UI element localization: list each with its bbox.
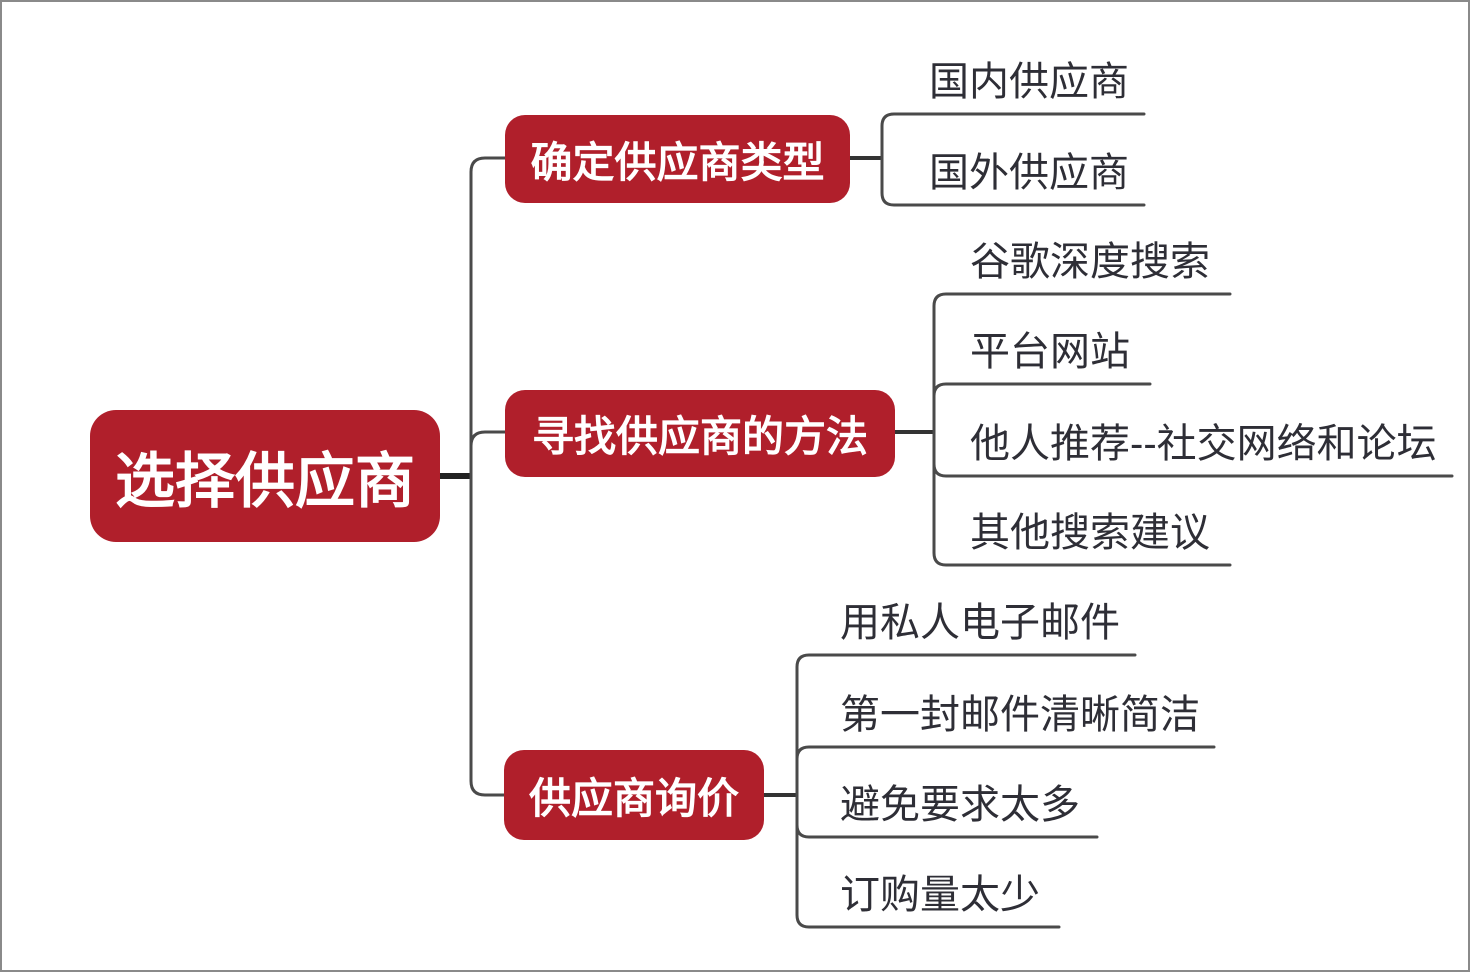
trunk-branch1 xyxy=(469,156,508,478)
leaf-first-email-concise[interactable]: 第一封邮件清晰简洁 xyxy=(840,693,1200,737)
leaf-order-quantity-too-small[interactable]: 订购量太少 xyxy=(840,873,1040,917)
leaf-foreign-supplier[interactable]: 国外供应商 xyxy=(929,151,1129,195)
trunk-branch2 xyxy=(469,430,508,478)
root-node-label: 选择供应商 xyxy=(115,447,415,515)
branch-node-find-methods[interactable]: 寻找供应商的方法 xyxy=(505,390,895,477)
leaf-domestic-supplier[interactable]: 国内供应商 xyxy=(929,60,1129,104)
branch-node-label: 供应商询价 xyxy=(528,774,739,822)
leaf-recommendations-social[interactable]: 他人推荐--社交网络和论坛 xyxy=(970,422,1437,466)
leaf-private-email[interactable]: 用私人电子邮件 xyxy=(840,601,1120,645)
leaf-google-deep-search[interactable]: 谷歌深度搜索 xyxy=(970,240,1210,284)
leaf-avoid-too-many-demands[interactable]: 避免要求太多 xyxy=(840,783,1080,827)
branch-node-inquiry[interactable]: 供应商询价 xyxy=(504,750,764,840)
branch-node-label: 确定供应商类型 xyxy=(530,138,825,186)
trunk-branch3 xyxy=(469,474,507,797)
branch-node-supplier-type[interactable]: 确定供应商类型 xyxy=(505,115,850,203)
branch-node-label: 寻找供应商的方法 xyxy=(531,413,868,460)
leaf-platform-websites[interactable]: 平台网站 xyxy=(970,330,1130,374)
root-node[interactable]: 选择供应商 xyxy=(90,410,440,542)
leaf-other-search-tips[interactable]: 其他搜索建议 xyxy=(970,511,1210,555)
